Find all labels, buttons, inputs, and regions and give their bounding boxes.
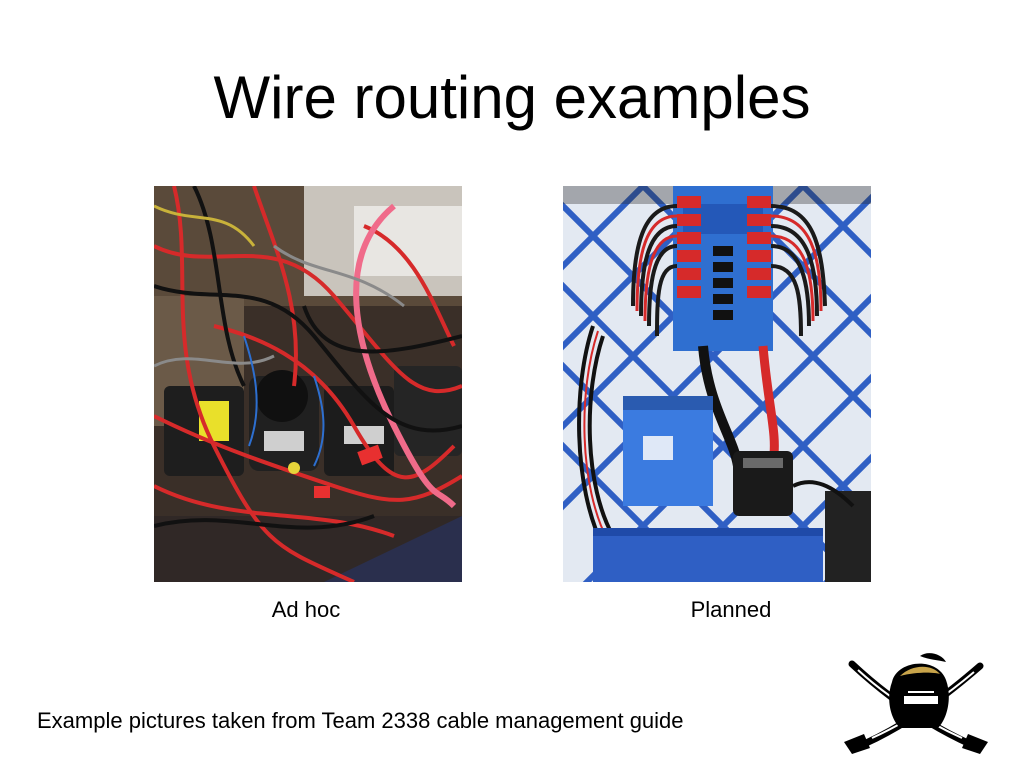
ad-hoc-caption: Ad hoc [271,597,341,622]
footer-note: Example pictures taken from Team 2338 ca… [37,708,684,733]
slide-title: Wire routing examples [213,64,811,131]
planned-caption: Planned [690,597,772,622]
pirate-logo-icon [842,652,990,756]
planned-wiring-photo [563,186,871,582]
ad-hoc-wiring-photo [154,186,462,582]
